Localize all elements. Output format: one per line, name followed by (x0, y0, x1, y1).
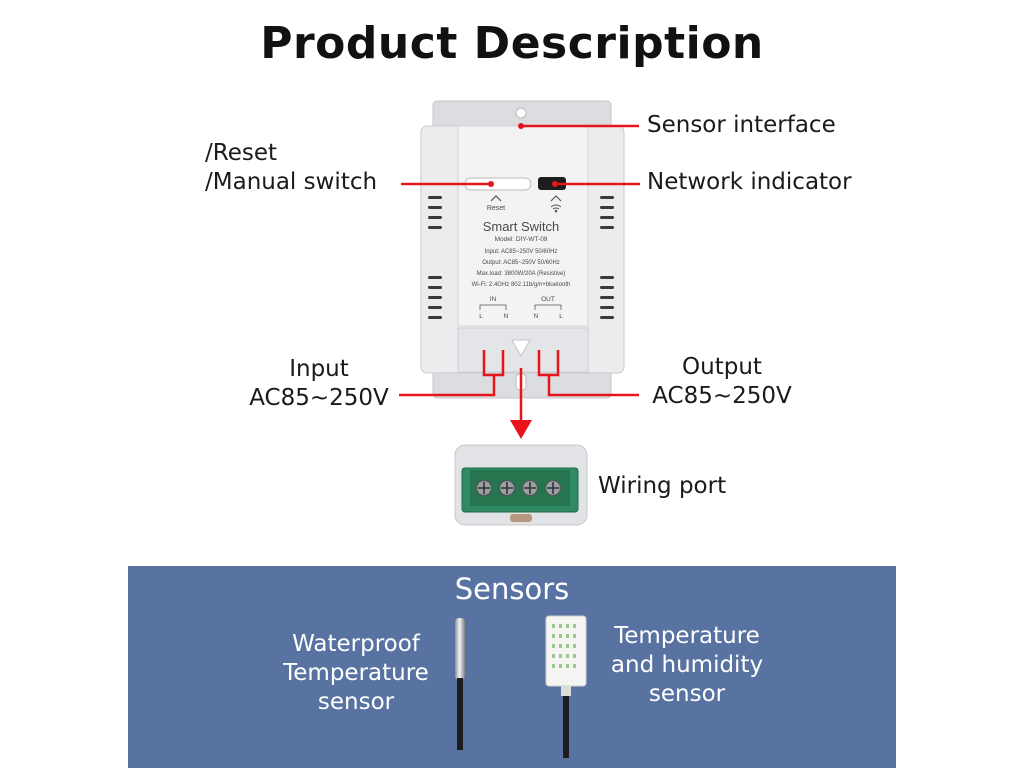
network-indicator-led (538, 177, 566, 190)
in-n-label: N (504, 313, 509, 320)
device-model: Model: DIY-WT-09 (495, 236, 548, 243)
wiring-port-image (454, 444, 588, 526)
sensor-interface-label: Sensor interface (647, 112, 836, 138)
device-wifi-spec: Wi-Fi: 2.4GHz 802.11b/g/n+bluetooth (472, 282, 571, 288)
waterproof-sensor-line1: Waterproof (292, 631, 420, 657)
humidity-sensor-image (545, 615, 587, 758)
chevron-up-icon (490, 195, 502, 202)
humidity-sensor-line2: and humidity (610, 652, 764, 678)
chevron-up-icon (550, 195, 562, 202)
device-max-load: Max.load: 3800W/20A (Resistive) (477, 271, 566, 277)
reset-label: Reset (487, 205, 505, 212)
waterproof-sensor-line2: Temperature (283, 660, 429, 686)
device-name: Smart Switch (483, 219, 560, 234)
out-n-label: N (534, 313, 539, 320)
wifi-icon (550, 204, 562, 213)
input-label: Input (289, 356, 349, 382)
manual-switch-label: /Manual switch (205, 169, 378, 195)
humidity-sensor-line1: Temperature (614, 623, 760, 649)
device-face (457, 125, 589, 327)
sensors-panel: Sensors Waterproof Temperature sensor Te… (128, 566, 896, 768)
callout-lines (399, 123, 640, 423)
reset-label-line1: /Reset (205, 140, 277, 166)
out-bracket (534, 304, 562, 310)
page-title: Product Description (260, 18, 764, 69)
humidity-sensor-line3: sensor (648, 681, 726, 707)
right-vents (600, 196, 614, 319)
out-l-label: L (559, 313, 563, 320)
left-vents (428, 196, 442, 319)
mounting-hole (515, 107, 527, 119)
in-label: IN (490, 296, 497, 303)
in-l-label: L (479, 313, 483, 320)
output-line (547, 375, 639, 397)
out-label: OUT (541, 296, 555, 303)
network-indicator-label: Network indicator (647, 169, 852, 195)
waterproof-probe-image (455, 618, 465, 750)
arrow-down-icon (510, 420, 532, 439)
device-input-spec: Input: AC85~250V 50/60Hz (485, 249, 558, 255)
smart-switch-device: Reset Smart Switch Model: DIY-WT-09 Inpu… (420, 100, 625, 399)
in-bracket (479, 304, 507, 310)
output-voltage-label: AC85~250V (652, 383, 792, 409)
waterproof-sensor-line3: sensor (317, 689, 395, 715)
output-label: Output (682, 354, 762, 380)
sensors-title: Sensors (454, 572, 570, 606)
input-voltage-label: AC85~250V (249, 385, 389, 411)
wiring-port-label: Wiring port (598, 473, 727, 499)
cover-arrow-mark (511, 339, 531, 358)
device-output-spec: Output: AC85~250V 50/60Hz (482, 260, 560, 266)
terminal-screws (475, 479, 562, 497)
product-diagram: Reset Smart Switch Model: DIY-WT-09 Inpu… (399, 100, 640, 526)
input-line (399, 375, 496, 397)
